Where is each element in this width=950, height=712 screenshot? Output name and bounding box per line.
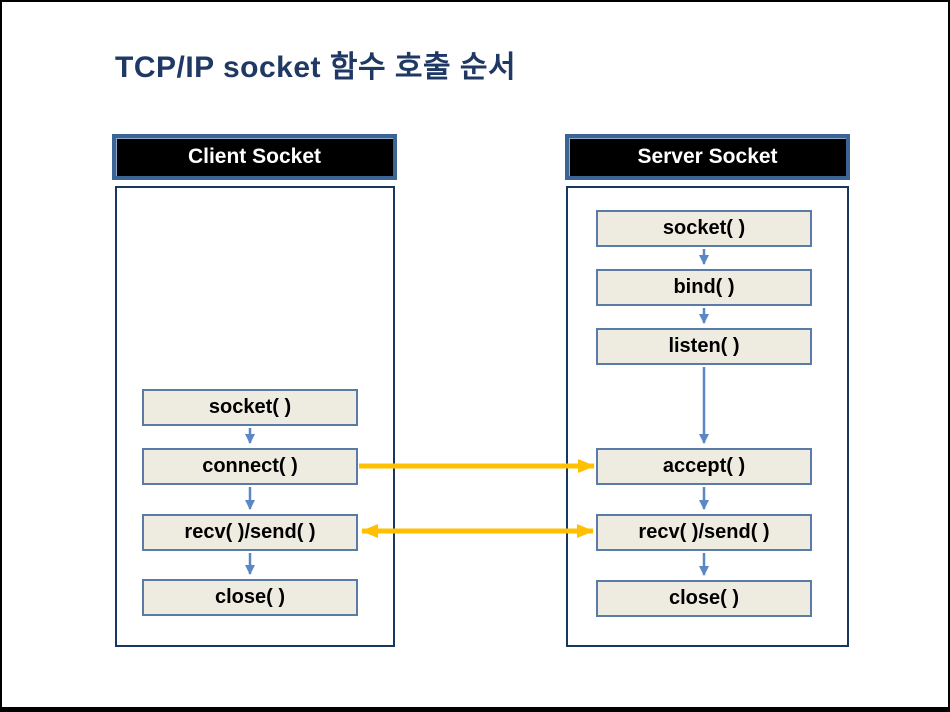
page-title: TCP/IP socket 함수 호출 순서 [115, 51, 517, 84]
server-box-bind: bind( ) [596, 269, 812, 306]
client-socket-header: Client Socket [112, 134, 397, 180]
server-box-recv-send: recv( )/send( ) [596, 514, 812, 551]
client-box-close: close( ) [142, 579, 358, 616]
server-box-close: close( ) [596, 580, 812, 617]
server-socket-container [566, 186, 849, 647]
server-box-socket: socket( ) [596, 210, 812, 247]
server-socket-header: Server Socket [565, 134, 850, 180]
server-box-listen: listen( ) [596, 328, 812, 365]
client-box-socket: socket( ) [142, 389, 358, 426]
client-box-recv-send: recv( )/send( ) [142, 514, 358, 551]
client-box-connect: connect( ) [142, 448, 358, 485]
server-box-accept: accept( ) [596, 448, 812, 485]
